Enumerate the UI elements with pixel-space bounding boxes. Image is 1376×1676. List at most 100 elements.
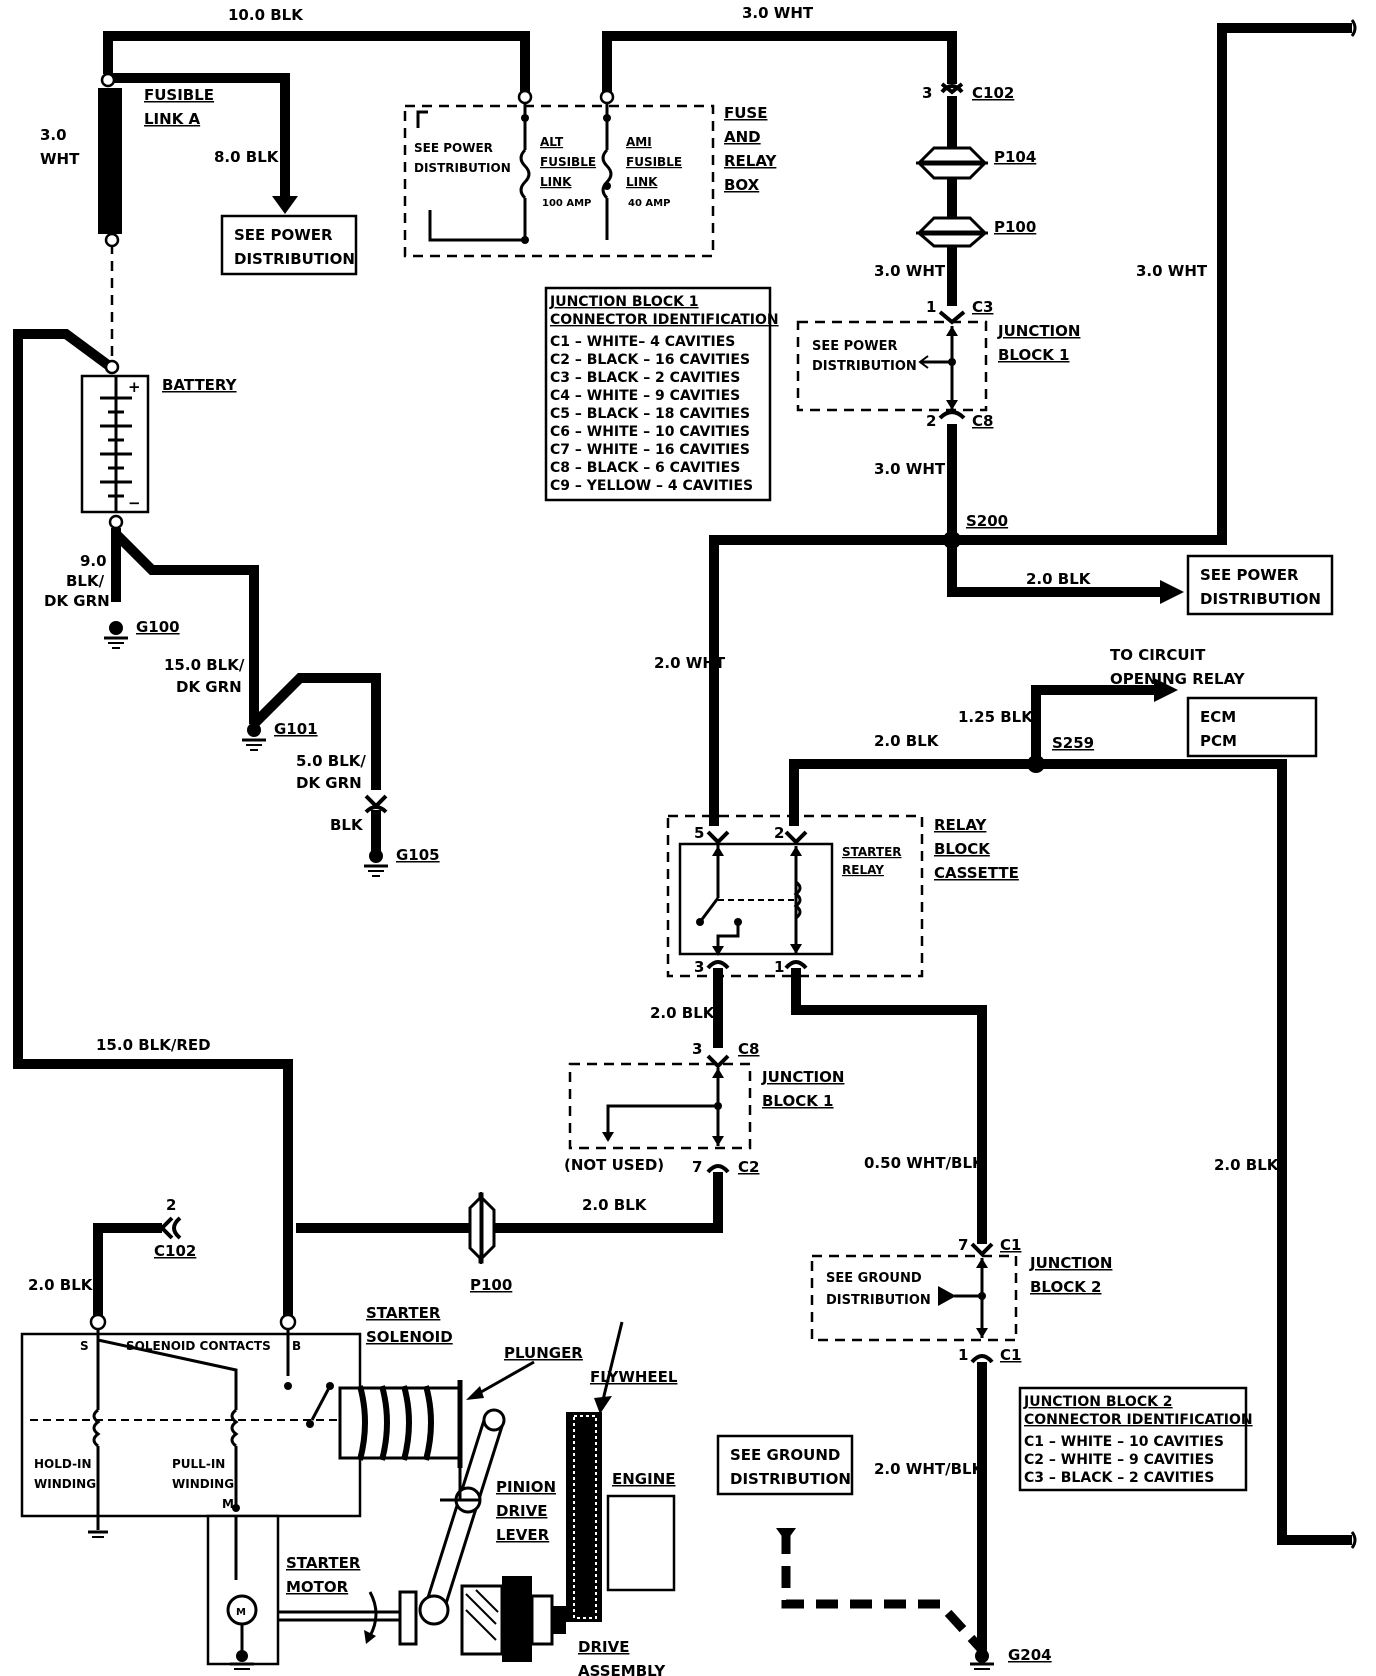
- battery: + − BATTERY: [80, 359, 238, 530]
- svg-text:BLOCK: BLOCK: [934, 840, 991, 858]
- svg-text:1: 1: [958, 1346, 968, 1364]
- drive-assembly: DRIVE ASSEMBLY: [398, 1576, 666, 1676]
- svg-text:BOX: BOX: [724, 176, 760, 194]
- svg-text:WINDING: WINDING: [34, 1477, 96, 1491]
- svg-text:C2: C2: [738, 1158, 759, 1176]
- wire-label: 2.0 BLK: [650, 1004, 716, 1022]
- svg-text:RELAY: RELAY: [934, 816, 988, 834]
- junction-block-2: 7 C1 1 C1 SEE GROUND DISTRIBUTION JUNCTI…: [810, 1236, 1112, 1364]
- svg-text:DISTRIBUTION: DISTRIBUTION: [234, 250, 355, 268]
- wire-label: 3.0: [40, 126, 67, 144]
- s259-splice: S259: [1027, 734, 1094, 773]
- wire-label: 2.0 WHT/BLK: [874, 1460, 985, 1478]
- svg-text:G101: G101: [274, 720, 318, 738]
- svg-text:C7 – WHITE – 16 CAVITIES: C7 – WHITE – 16 CAVITIES: [550, 442, 750, 458]
- svg-text:SOLENOID CONTACTS: SOLENOID CONTACTS: [126, 1339, 271, 1353]
- svg-text:PINION: PINION: [496, 1478, 556, 1496]
- svg-text:(NOT USED): (NOT USED): [564, 1156, 664, 1174]
- svg-text:P100: P100: [994, 218, 1036, 236]
- svg-text:DISTRIBUTION: DISTRIBUTION: [812, 359, 917, 374]
- svg-text:PLUNGER: PLUNGER: [504, 1344, 583, 1362]
- svg-text:C3 – BLACK – 2 CAVITIES: C3 – BLACK – 2 CAVITIES: [1024, 1470, 1214, 1486]
- wire-label: 15.0 BLK/: [164, 656, 245, 674]
- svg-text:7: 7: [958, 1236, 968, 1254]
- svg-text:ASSEMBLY: ASSEMBLY: [578, 1662, 666, 1676]
- svg-text:5: 5: [694, 824, 704, 842]
- svg-text:FLYWHEEL: FLYWHEEL: [590, 1368, 678, 1386]
- svg-text:40 AMP: 40 AMP: [628, 198, 670, 209]
- g105-ground: G105: [364, 846, 440, 877]
- svg-text:C102: C102: [972, 84, 1014, 102]
- svg-text:C8: C8: [738, 1040, 759, 1058]
- wire-label: 15.0 BLK/RED: [96, 1036, 211, 1054]
- svg-text:BATTERY: BATTERY: [162, 376, 238, 394]
- wire-label: 2.0 BLK: [1214, 1156, 1280, 1174]
- g204-ground: G204: [970, 1646, 1052, 1670]
- svg-text:SEE POWER: SEE POWER: [812, 339, 897, 354]
- svg-text:2: 2: [774, 824, 784, 842]
- svg-text:DISTRIBUTION: DISTRIBUTION: [1200, 590, 1321, 608]
- svg-text:S259: S259: [1052, 734, 1094, 752]
- svg-text:2: 2: [926, 412, 936, 430]
- junction-block-1-table: JUNCTION BLOCK 1 CONNECTOR IDENTIFICATIO…: [544, 286, 779, 502]
- svg-text:P104: P104: [994, 148, 1036, 166]
- svg-text:RELAY: RELAY: [724, 152, 778, 170]
- svg-text:+: +: [128, 378, 141, 396]
- svg-text:1: 1: [926, 298, 936, 316]
- wire-label: DK GRN: [176, 678, 242, 696]
- svg-text:DRIVE: DRIVE: [578, 1638, 629, 1656]
- p100-bottom-connector: P100: [468, 1192, 512, 1294]
- svg-text:DRIVE: DRIVE: [496, 1502, 547, 1520]
- svg-text:SEE GROUND: SEE GROUND: [730, 1446, 840, 1464]
- to-circuit-label: OPENING RELAY: [1110, 670, 1246, 688]
- svg-text:JUNCTION: JUNCTION: [1029, 1254, 1112, 1272]
- svg-text:7: 7: [692, 1158, 702, 1176]
- svg-text:CONNECTOR IDENTIFICATION: CONNECTOR IDENTIFICATION: [1024, 1412, 1253, 1428]
- junction-block-1-top: 1 C3 2 C8 SEE POWER DISTRIBUTION JUNCTIO…: [796, 298, 1080, 430]
- svg-text:CASSETTE: CASSETTE: [934, 864, 1019, 882]
- wire-label: 2.0 WHT: [654, 654, 726, 672]
- svg-text:G105: G105: [396, 846, 440, 864]
- wire-label: BLK/: [66, 572, 105, 590]
- svg-text:FUSIBLE: FUSIBLE: [626, 155, 682, 169]
- wire-label: 8.0 BLK: [214, 148, 280, 166]
- svg-text:100 AMP: 100 AMP: [542, 198, 591, 209]
- starter-motor: M STARTER MOTOR: [206, 1514, 400, 1670]
- svg-text:C1: C1: [1000, 1236, 1021, 1254]
- svg-text:PCM: PCM: [1200, 732, 1237, 750]
- svg-text:STARTER: STARTER: [366, 1304, 441, 1322]
- svg-text:−: −: [128, 494, 141, 512]
- svg-text:DISTRIBUTION: DISTRIBUTION: [414, 161, 511, 175]
- svg-text:JUNCTION: JUNCTION: [761, 1068, 844, 1086]
- svg-text:FUSE: FUSE: [724, 104, 767, 122]
- svg-text:C1: C1: [1000, 1346, 1021, 1364]
- svg-text:STARTER: STARTER: [842, 845, 902, 859]
- fuse-and-relay-box: SEE POWER DISTRIBUTION ALT FUSIBLE LINK …: [403, 89, 778, 258]
- svg-text:3: 3: [922, 84, 932, 102]
- wire-label: 0.50 WHT/BLK: [864, 1154, 985, 1172]
- svg-text:LINK: LINK: [540, 175, 572, 189]
- wire-label: 5.0 BLK/: [296, 752, 366, 770]
- wire-label: 2.0 BLK: [582, 1196, 648, 1214]
- wire-label: 10.0 BLK: [228, 6, 304, 24]
- svg-text:C1 – WHITE – 10 CAVITIES: C1 – WHITE – 10 CAVITIES: [1024, 1434, 1224, 1450]
- svg-text:B: B: [292, 1339, 301, 1353]
- svg-text:C6 – WHITE – 10 CAVITIES: C6 – WHITE – 10 CAVITIES: [550, 424, 750, 440]
- svg-text:JUNCTION: JUNCTION: [997, 322, 1080, 340]
- svg-text:SEE POWER: SEE POWER: [1200, 566, 1299, 584]
- svg-text:BLOCK 1: BLOCK 1: [762, 1092, 834, 1110]
- p104-connector: P104: [916, 146, 1036, 180]
- wire-label: 9.0: [80, 552, 107, 570]
- svg-text:C2 – WHITE – 9 CAVITIES: C2 – WHITE – 9 CAVITIES: [1024, 1452, 1214, 1468]
- svg-text:C4 – WHITE – 9 CAVITIES: C4 – WHITE – 9 CAVITIES: [550, 388, 740, 404]
- see-power-distribution-box-s200: SEE POWER DISTRIBUTION: [1186, 554, 1334, 616]
- c102-bottom-connector: 2 C102: [154, 1196, 196, 1260]
- relay-block-cassette: 5 2 3 1 STARTER RELAY RELAY BLOCK CASSET…: [666, 814, 1019, 978]
- svg-text:3: 3: [694, 958, 704, 976]
- wire-label: 3.0 WHT: [874, 262, 946, 280]
- junction-block-2-table: JUNCTION BLOCK 2 CONNECTOR IDENTIFICATIO…: [1018, 1386, 1253, 1492]
- fusible-link-label: FUSIBLE: [144, 86, 214, 104]
- svg-text:3: 3: [692, 1040, 702, 1058]
- wire-label: 2.0 BLK: [874, 732, 940, 750]
- p100-top-connector: P100: [915, 216, 1036, 248]
